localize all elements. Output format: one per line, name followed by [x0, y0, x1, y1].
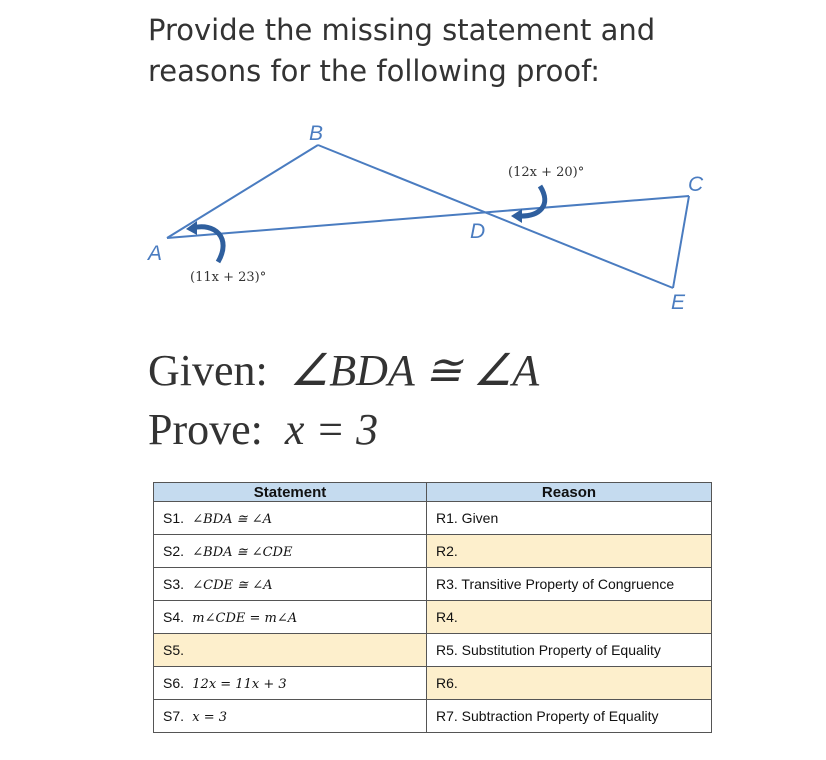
statement-text: x = 3	[192, 709, 228, 725]
table-row: S5. R5. Substitution Property of Equalit…	[153, 633, 712, 667]
segment-AB	[166, 144, 319, 239]
reason-cell: R5. Substitution Property of Equality	[426, 633, 712, 667]
given-label: Given:	[148, 346, 268, 395]
given-line: Given: ∠BDA ≅ ∠A	[148, 345, 539, 396]
statement-number: S6.	[163, 674, 185, 691]
prove-line: Prove: x = 3	[148, 404, 378, 455]
statement-number: S2.	[163, 542, 185, 559]
statement-cell: S1. ∠BDA ≅ ∠A	[153, 501, 427, 535]
statement-cell: S2. ∠BDA ≅ ∠CDE	[153, 534, 427, 568]
prove-label: Prove:	[148, 405, 263, 454]
statement-cell: S7. x = 3	[153, 699, 427, 733]
statement-cell-missing[interactable]: S5.	[153, 633, 427, 667]
header-reason: Reason	[426, 482, 712, 502]
reason-cell: R3. Transitive Property of Congruence	[426, 567, 712, 601]
statement-number: S1.	[163, 509, 185, 526]
point-label-B: B	[309, 122, 323, 145]
angle-label-A: (11x + 23)°	[190, 270, 266, 285]
statement-cell: S3. ∠CDE ≅ ∠A	[153, 567, 427, 601]
given-value: ∠BDA ≅ ∠A	[289, 346, 540, 395]
statement-text: ∠BDA ≅ ∠A	[192, 511, 272, 527]
statement-text: m∠CDE = m∠A	[192, 610, 298, 626]
angle-label-D: (12x + 20)°	[508, 165, 584, 180]
reason-cell-missing[interactable]: R6.	[426, 666, 712, 700]
point-label-C: C	[688, 173, 704, 196]
statement-number: S5.	[163, 641, 185, 658]
point-label-D: D	[470, 220, 485, 243]
angle-arrow-D	[517, 184, 548, 219]
reason-cell: R7. Subtraction Property of Equality	[426, 699, 712, 733]
point-label-A: A	[146, 242, 162, 265]
segment-AC	[166, 195, 690, 239]
statement-number: S4.	[163, 608, 185, 625]
question-title: Provide the missing statement and reason…	[148, 13, 656, 88]
segment-CE	[672, 195, 690, 289]
statement-number: S7.	[163, 707, 185, 724]
header-statement: Statement	[153, 482, 427, 502]
statement-cell: S4. m∠CDE = m∠A	[153, 600, 427, 634]
prove-value: x = 3	[284, 405, 379, 454]
angle-arrow-A	[191, 224, 226, 264]
statement-text: 12x = 11x + 3	[192, 676, 287, 692]
statement-text: ∠CDE ≅ ∠A	[192, 577, 273, 593]
statement-number: S3.	[163, 575, 185, 592]
reason-cell-missing[interactable]: R4.	[426, 600, 712, 634]
reason-cell: R1. Given	[426, 501, 712, 535]
statement-text: ∠BDA ≅ ∠CDE	[192, 544, 293, 560]
point-label-E: E	[671, 291, 686, 314]
geometry-diagram: A B C D E (11x + 23)° (12x + 20)°	[146, 122, 704, 314]
statement-cell: S6. 12x = 11x + 3	[153, 666, 427, 700]
segment-BE	[317, 144, 674, 289]
reason-cell-missing[interactable]: R2.	[426, 534, 712, 568]
